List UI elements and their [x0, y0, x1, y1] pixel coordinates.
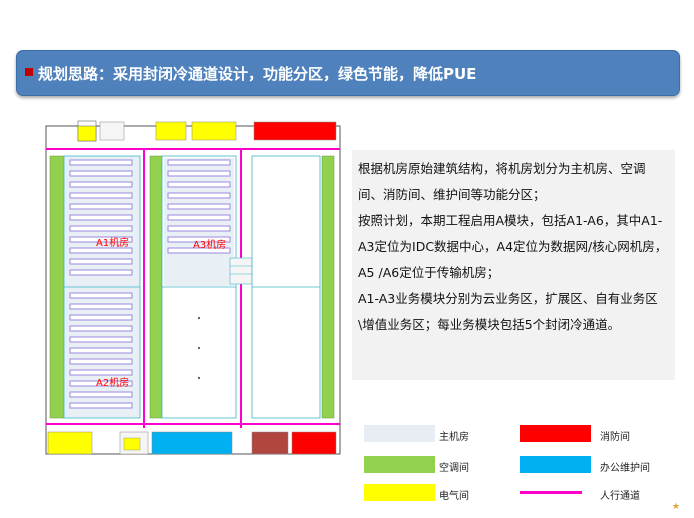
- legend-label: 人行通道: [600, 491, 640, 502]
- paragraph: A1-A3业务模块分别为云业务区，扩展区、自有业务区\增值业务区；每业务模块包括…: [358, 291, 658, 332]
- stair-core: [229, 257, 253, 285]
- legend-swatch: [364, 484, 435, 501]
- star-icon: ★: [671, 502, 680, 512]
- ac-room: [49, 155, 65, 419]
- fire-room: [253, 121, 337, 141]
- bullet-icon: [25, 68, 33, 76]
- electrical-room: [77, 125, 97, 142]
- legend-label: 办公维护间: [600, 463, 650, 474]
- electrical-room: [155, 121, 187, 141]
- floor-plan: A1机房 A2机房 A3机房: [45, 120, 341, 455]
- office-room: [151, 431, 233, 455]
- fire-room: [251, 431, 289, 455]
- room-label-a3: A3机房: [193, 238, 226, 251]
- electrical-room: [191, 121, 237, 141]
- rack-rows-a1: [69, 159, 133, 276]
- legend-swatch: [364, 425, 435, 442]
- legend-label: 消防间: [600, 432, 630, 443]
- legend-swatch: [520, 425, 591, 442]
- paragraph: 根据机房原始建筑结构，将机房划分为主机房、空调间、消防间、维护间等功能分区；: [358, 161, 646, 202]
- legend-label: 主机房: [439, 432, 469, 443]
- room-label-a2: A2机房: [96, 376, 129, 389]
- legend-swatch: [364, 456, 435, 473]
- electrical-room: [47, 431, 93, 455]
- rack-rows-a3: [167, 159, 231, 254]
- legend-swatch: [520, 456, 591, 473]
- title-banner: 规划思路：采用封闭冷通道设计，功能分区，绿色节能，降低PUE: [16, 50, 680, 96]
- description-box: 根据机房原始建筑结构，将机房划分为主机房、空调间、消防间、维护间等功能分区； 按…: [352, 150, 675, 380]
- stair-room: [99, 121, 125, 141]
- legend-label: 电气间: [439, 491, 469, 502]
- legend-line: [520, 491, 582, 494]
- rack-rows-a2: [69, 292, 133, 409]
- ac-room: [149, 155, 163, 419]
- room-label-a1: A1机房: [96, 236, 129, 249]
- paragraph: 按照计划，本期工程启用A模块，包括A1-A6，其中A1-A3定位为IDC数据中心…: [358, 213, 668, 280]
- ac-room: [321, 155, 335, 419]
- banner-title: 规划思路：采用封闭冷通道设计，功能分区，绿色节能，降低PUE: [38, 65, 477, 83]
- legend-label: 空调间: [439, 463, 469, 474]
- fire-room: [291, 431, 337, 455]
